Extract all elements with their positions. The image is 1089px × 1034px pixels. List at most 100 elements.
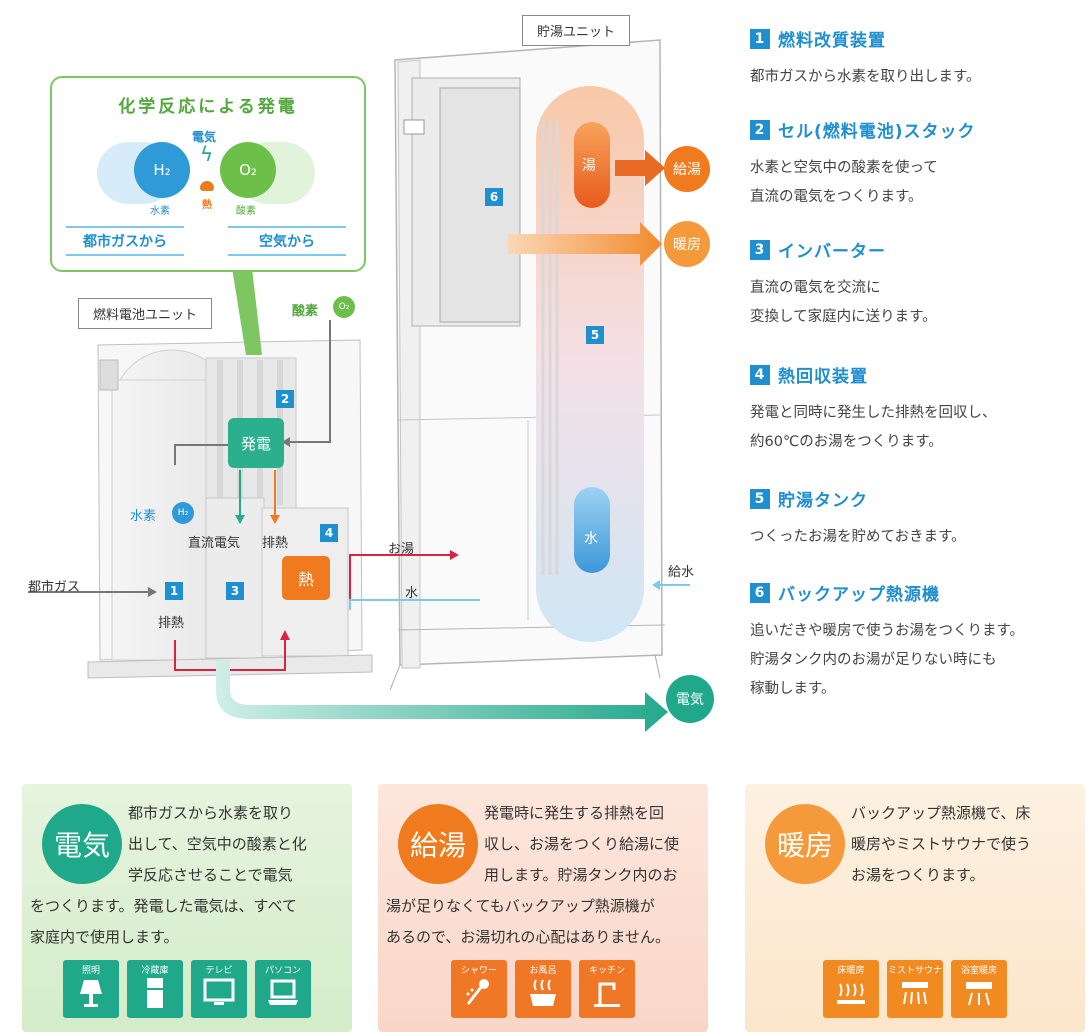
hot-water-label: お湯 bbox=[388, 542, 415, 557]
callout-title: 化学反応による発電 bbox=[118, 97, 298, 117]
marker-5: 5 bbox=[586, 326, 604, 344]
legend-item-3: 3 インバーター 直流の電気を交流に 変換して家庭内に送ります。 bbox=[750, 237, 1085, 332]
storage-unit-label: 貯湯ユニット bbox=[522, 15, 631, 46]
heat-cloud-icon bbox=[200, 181, 214, 191]
electricity-arrow bbox=[216, 660, 668, 732]
legend-item-6: 6 バックアップ熱源機 追いだきや暖房で使うお湯をつくります。 貯湯タンク内のお湯… bbox=[750, 580, 1085, 704]
panel-line: 用します。貯湯タンク内のお bbox=[484, 866, 678, 884]
legend-num: 1 bbox=[750, 28, 770, 49]
chemical-reaction-callout: 化学反応による発電 電気 ϟ H₂ O₂ 水素 酸素 熱 都市ガスから 空気から bbox=[50, 76, 366, 272]
output-heating: 暖房 bbox=[664, 221, 710, 267]
shower-icon: シャワー bbox=[451, 960, 507, 1018]
panel-line: バックアップ熱源機で、床 bbox=[851, 804, 1031, 822]
legend-title: セル(燃料電池)スタック bbox=[778, 122, 976, 142]
icon-label: 床暖房 bbox=[837, 966, 865, 976]
o2-circle: O₂ bbox=[220, 142, 276, 198]
mist-sauna-icon: ミストサウナ bbox=[887, 960, 943, 1018]
marker-2: 2 bbox=[276, 390, 294, 408]
icon-label: キッチン bbox=[588, 966, 625, 976]
panel-text: バックアップ熱源機で、床 暖房やミストサウナで使う お湯をつくります。 bbox=[753, 798, 1077, 891]
legend-num: 6 bbox=[750, 582, 770, 603]
legend-desc: 水素と空気中の酸素を使って 直流の電気をつくります。 bbox=[750, 160, 938, 205]
water-label: 水 bbox=[405, 586, 419, 601]
storage-tank bbox=[536, 86, 644, 642]
heat-box: 熱 bbox=[282, 556, 330, 600]
panel-line: をつくります。発電した電気は、すべて bbox=[30, 897, 297, 915]
marker-3: 3 bbox=[226, 582, 244, 600]
h2-badge: H₂ bbox=[172, 502, 194, 524]
panel-line: 都市ガスから水素を取り bbox=[128, 804, 294, 822]
icon-label: 照明 bbox=[81, 966, 100, 976]
bath-icon: お風呂 bbox=[515, 960, 571, 1018]
legend-title: 貯湯タンク bbox=[778, 491, 868, 511]
from-air-arrow: 空気から bbox=[228, 226, 346, 256]
tank-hot-capsule bbox=[574, 122, 610, 208]
marker-6: 6 bbox=[485, 188, 503, 206]
legend-title: 熱回収装置 bbox=[778, 367, 868, 387]
legend-num: 2 bbox=[750, 119, 770, 140]
callout-heat-label: 熱 bbox=[202, 200, 212, 211]
water-supply-label: 給水 bbox=[668, 565, 695, 580]
icon-label: テレビ bbox=[205, 966, 233, 976]
callout-electricity-label: 電気 bbox=[192, 130, 217, 144]
laptop-icon: パソコン bbox=[255, 960, 311, 1018]
bathroom-heater-icon: 浴室暖房 bbox=[951, 960, 1007, 1018]
tank-hot-label: 湯 bbox=[582, 158, 596, 174]
exhaust-heat-label-2: 排熱 bbox=[158, 616, 185, 631]
legend-title: インバーター bbox=[778, 242, 886, 262]
panel-line: 出して、空気中の酸素と化 bbox=[128, 835, 307, 853]
from-gas-arrow: 都市ガスから bbox=[66, 226, 184, 256]
icon-label: シャワー bbox=[460, 966, 497, 976]
panel-text: 都市ガスから水素を取り 出して、空気中の酸素と化 学反応させることで電気 をつく… bbox=[30, 798, 344, 953]
lightning-icon: ϟ bbox=[200, 142, 214, 166]
generation-box: 発電 bbox=[228, 418, 284, 468]
panel-hot-water: 給湯 発電時に発生する排熱を回 収し、お湯をつくり給湯に使 用します。貯湯タンク… bbox=[378, 784, 708, 1032]
icon-label: 浴室暖房 bbox=[960, 966, 997, 976]
legend-num: 3 bbox=[750, 239, 770, 260]
panel-line: 家庭内で使用します。 bbox=[30, 928, 179, 946]
diagram-drawing bbox=[28, 39, 690, 732]
legend-title: バックアップ熱源機 bbox=[778, 585, 940, 605]
h2-label: 水素 bbox=[150, 206, 170, 217]
heating-icons: 床暖房 ミストサウナ 浴室暖房 bbox=[745, 960, 1085, 1018]
panel-electricity: 電気 都市ガスから水素を取り 出して、空気中の酸素と化 学反応させることで電気 … bbox=[22, 784, 352, 1032]
fuelcell-unit-label: 燃料電池ユニット bbox=[78, 298, 213, 329]
dc-label: 直流電気 bbox=[188, 536, 241, 551]
lamp-icon: 照明 bbox=[63, 960, 119, 1018]
panel-line: あるので、お湯切れの心配はありません。 bbox=[386, 928, 670, 946]
hot-water-icons: シャワー お風呂 キッチン bbox=[378, 960, 708, 1018]
output-hot-water: 給湯 bbox=[664, 146, 710, 192]
hot-water-out-arrow bbox=[615, 150, 665, 186]
heating-arrow bbox=[508, 222, 662, 266]
panel-line: 発電時に発生する排熱を回 bbox=[484, 804, 665, 822]
exhaust-heat-label: 排熱 bbox=[262, 536, 289, 551]
legend-desc: 都市ガスから水素を取り出します。 bbox=[750, 69, 981, 85]
legend-desc: 追いだきや暖房で使うお湯をつくります。 貯湯タンク内のお湯が足りない時にも 稼動… bbox=[750, 623, 1025, 697]
panel-line: 湯が足りなくてもバックアップ熱源機が bbox=[386, 897, 655, 915]
panel-line: 学反応させることで電気 bbox=[128, 866, 293, 884]
panel-circle: 給湯 bbox=[398, 804, 478, 884]
oxygen-label: 酸素 bbox=[292, 304, 319, 319]
appliance-icons: 照明 冷蔵庫 テレビ パソコン bbox=[22, 960, 352, 1018]
icon-label: パソコン bbox=[264, 966, 301, 976]
panel-line: 暖房やミストサウナで使う bbox=[851, 835, 1032, 853]
legend-desc: 直流の電気を交流に 変換して家庭内に送ります。 bbox=[750, 280, 937, 325]
legend-item-2: 2 セル(燃料電池)スタック 水素と空気中の酸素を使って 直流の電気をつくります。 bbox=[750, 117, 1085, 212]
tank-water-label: 水 bbox=[584, 531, 598, 547]
marker-1: 1 bbox=[165, 582, 183, 600]
panel-heating: 暖房 バックアップ熱源機で、床 暖房やミストサウナで使う お湯をつくります。 床… bbox=[745, 784, 1085, 1032]
marker-4: 4 bbox=[320, 524, 338, 542]
panel-line: 収し、お湯をつくり給湯に使 bbox=[484, 835, 680, 853]
legend-desc: つくったお湯を貯めておきます。 bbox=[750, 529, 966, 545]
hydrogen-label: 水素 bbox=[130, 509, 157, 524]
panel-text: 発電時に発生する排熱を回 収し、お湯をつくり給湯に使 用します。貯湯タンク内のお… bbox=[386, 798, 700, 953]
icon-label: 冷蔵庫 bbox=[141, 966, 169, 976]
floor-heating-icon: 床暖房 bbox=[823, 960, 879, 1018]
panel-line: お湯をつくります。 bbox=[851, 866, 985, 884]
refrigerator-icon: 冷蔵庫 bbox=[127, 960, 183, 1018]
city-gas-label: 都市ガス bbox=[28, 580, 81, 595]
legend-num: 4 bbox=[750, 364, 770, 385]
